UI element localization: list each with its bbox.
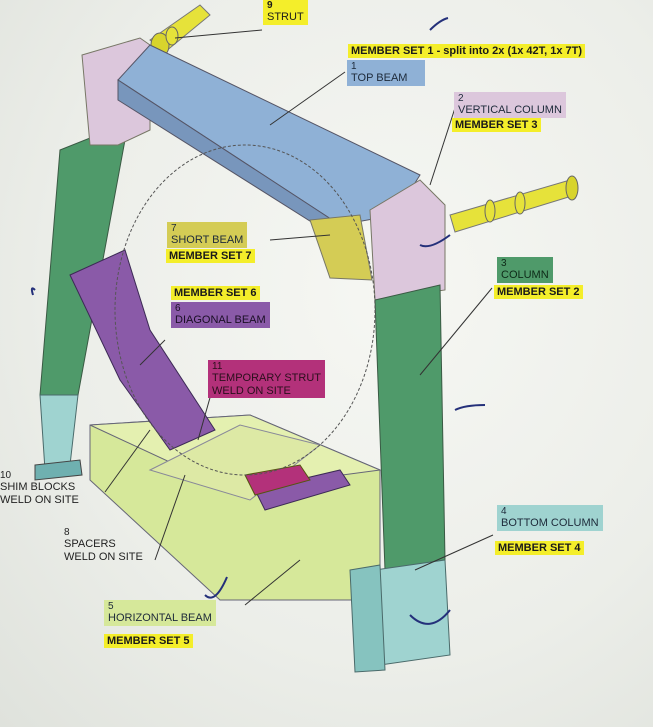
member-set-5: MEMBER SET 5 xyxy=(104,634,193,648)
left-column-shape xyxy=(34,129,126,481)
strut-right xyxy=(449,175,579,233)
label-short-beam-name: SHORT BEAM xyxy=(171,234,244,247)
label-temporary-strut-line1: TEMPORARY STRUT xyxy=(212,372,321,385)
temporary-strut-shape xyxy=(244,464,311,496)
ink-marks xyxy=(30,17,486,625)
right-bottom-column-shape xyxy=(349,559,451,673)
label-shim-blocks-line1: SHIM BLOCKS xyxy=(0,481,76,494)
label-strut-box: 9 STRUT xyxy=(263,0,308,25)
ring-outline xyxy=(114,144,376,476)
label-horizontal-beam: 5 HORIZONTAL BEAM xyxy=(104,600,216,626)
member-set-1: MEMBER SET 1 - split into 2x (1x 42T, 1x… xyxy=(348,44,586,58)
label-diagonal-beam-name: DIAGONAL BEAM xyxy=(175,314,266,327)
label-strut: 9 STRUT xyxy=(263,0,308,25)
label-spacers-line2: WELD ON SITE xyxy=(64,550,143,563)
label-column-num: 3 xyxy=(501,258,507,269)
label-bottom-column: 4 BOTTOM COLUMN xyxy=(497,505,603,531)
label-column: 3 COLUMN xyxy=(497,257,553,283)
label-diagonal-beam-num: 6 xyxy=(175,303,181,314)
label-strut-num: 9 xyxy=(267,0,273,11)
diagonal-beam-shape xyxy=(69,249,351,511)
label-top-beam-num: 1 xyxy=(351,61,357,72)
label-bottom-column-name: BOTTOM COLUMN xyxy=(501,517,599,530)
short-beam-shape xyxy=(309,214,373,281)
right-column-shape xyxy=(374,284,446,571)
label-temporary-strut-num: 11 xyxy=(212,361,223,372)
horizontal-beam-shape xyxy=(89,414,382,601)
label-top-beam: 1 TOP BEAM xyxy=(347,60,425,86)
label-short-beam-num: 7 xyxy=(171,223,177,234)
label-short-beam: 7 SHORT BEAM xyxy=(167,222,248,248)
label-horizontal-beam-name: HORIZONTAL BEAM xyxy=(108,612,212,625)
member-set-4: MEMBER SET 4 xyxy=(495,541,584,555)
label-top-beam-name: TOP BEAM xyxy=(351,72,408,85)
label-spacers-num: 8 xyxy=(64,527,70,538)
member-set-2: MEMBER SET 2 xyxy=(494,285,583,299)
label-vertical-column-num: 2 xyxy=(458,93,464,104)
right-cap-shape xyxy=(369,179,446,301)
label-horizontal-beam-num: 5 xyxy=(108,601,114,612)
label-vertical-column-name: VERTICAL COLUMN xyxy=(458,104,562,117)
label-bottom-column-num: 4 xyxy=(501,506,507,517)
label-diagonal-beam: 6 DIAGONAL BEAM xyxy=(171,302,270,328)
label-spacers: 8 SPACERS WELD ON SITE xyxy=(64,527,143,563)
label-shim-blocks: 10 SHIM BLOCKS WELD ON SITE xyxy=(0,470,79,506)
label-spacers-line1: SPACERS xyxy=(64,538,116,551)
label-vertical-column: 2 VERTICAL COLUMN xyxy=(454,92,566,118)
label-temporary-strut: 11 TEMPORARY STRUT WELD ON SITE xyxy=(208,360,325,398)
label-strut-name: STRUT xyxy=(267,11,304,24)
label-shim-blocks-line2: WELD ON SITE xyxy=(0,493,79,506)
label-shim-blocks-num: 10 xyxy=(0,470,12,481)
member-set-3: MEMBER SET 3 xyxy=(452,118,541,132)
member-set-7: MEMBER SET 7 xyxy=(166,249,255,263)
label-temporary-strut-line2: WELD ON SITE xyxy=(212,384,291,397)
label-column-name: COLUMN xyxy=(501,269,549,282)
member-set-6: MEMBER SET 6 xyxy=(171,286,260,300)
